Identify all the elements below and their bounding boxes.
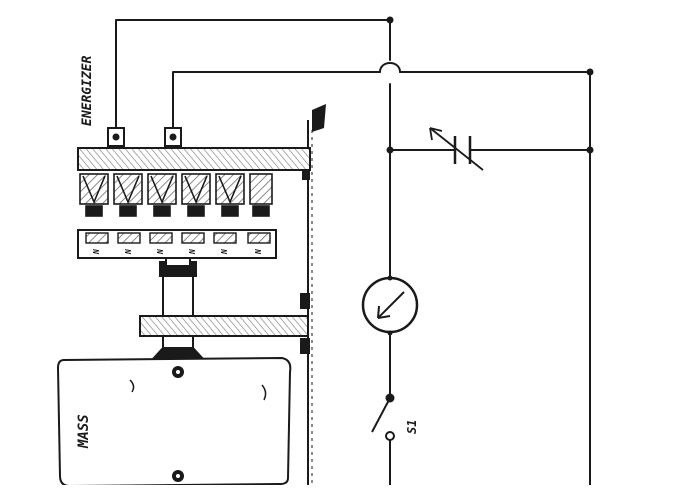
magnet-pole-label: N [188,249,197,254]
switch-label: S1 [405,419,419,434]
magnet-bar [77,229,277,259]
mass-label: MASS [76,414,92,448]
coil-unit [113,173,143,217]
coil-unit [249,173,273,217]
magnet-blocks [85,232,271,244]
wire-crossover [379,62,401,73]
mass-block [56,356,292,488]
coil-unit [147,173,177,217]
lower-support-bar [139,315,309,337]
ammeter-icon [361,275,419,336]
energizer-top-bar [77,147,311,171]
shaft [149,257,207,361]
coil-array [79,173,273,217]
energizer-label: ENERGIZER [80,55,95,126]
coil-unit [79,173,109,217]
frame-rail [300,104,326,485]
coil-unit [215,173,245,217]
magnet-pole-label: N [124,249,133,254]
magnet-pole-label: N [254,249,263,254]
variable-capacitor-icon [429,127,484,171]
magnet-pole-label: N [156,249,165,254]
switch-icon [371,393,395,441]
wire-second [172,71,591,131]
magnet-pole-label: N [220,249,229,254]
magnet-pole-label: N [92,249,101,254]
junction-dots [386,16,594,154]
energizer-terminals [107,127,182,147]
wire-top [115,19,391,131]
coil-unit [181,173,211,217]
